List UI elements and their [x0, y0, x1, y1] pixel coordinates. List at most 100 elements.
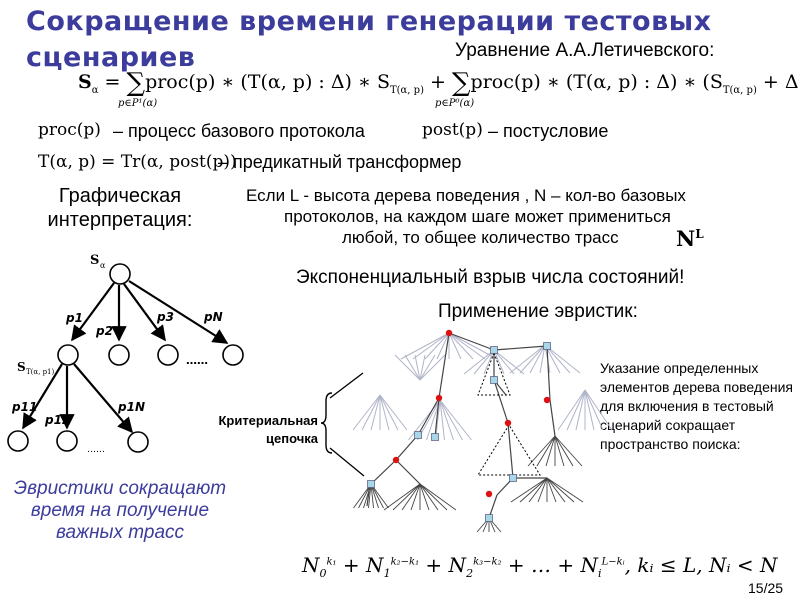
tree-leaf-branch — [519, 477, 548, 503]
svg-text:S: S — [17, 360, 26, 374]
transformer-code: T(α, p) = Tr(α, post(p)) — [38, 152, 237, 172]
critical-chain-label: Критериальная цепочка — [218, 413, 318, 446]
tree-leaf-branch — [368, 483, 372, 509]
tree-leaf-branch — [439, 399, 454, 441]
tree-leaf-branch — [370, 483, 379, 509]
edge-p3 — [123, 283, 166, 342]
tree-leaf-branch — [483, 349, 495, 375]
tree-leaf-branch — [352, 394, 381, 431]
tree-square-node — [490, 346, 498, 354]
tree-leaf-branch — [575, 389, 586, 431]
proc-code: proc(p) — [38, 120, 101, 140]
focus-region — [477, 424, 541, 476]
tree-leaf-branch — [519, 344, 546, 374]
svg-text:S: S — [90, 253, 99, 268]
highlighted-node — [543, 396, 551, 404]
tree-dots-2: …… — [87, 445, 105, 455]
formula-term2: proc(p) ∗ (T(α, p) : Δ) ∗ (S — [470, 71, 723, 93]
highlighted-node — [485, 490, 493, 498]
tree-leaf-branch — [408, 399, 441, 441]
tree-leaf-branch — [546, 477, 575, 503]
label-p3: p3 — [156, 310, 174, 324]
tree-leaf-branch — [358, 483, 372, 509]
formula-term2-end: + Δ) — [762, 71, 800, 93]
formula-term1: proc(p) ∗ (T(α, p) : Δ) ∗ S — [145, 71, 390, 93]
label-p11: p11 — [11, 400, 37, 414]
transformer-desc: – предикатный трансформер — [218, 152, 462, 172]
tree-leaf-branch — [435, 399, 441, 441]
tree-leaf-branch — [463, 349, 495, 375]
main-equation: Sα = ∑proc(p) ∗ (T(α, p) : Δ) ∗ ST(α, p)… — [78, 68, 800, 98]
tree-main-branch — [496, 477, 514, 496]
formula-term1-sub: T(α, p) — [389, 84, 424, 96]
tree-leaf-branch — [439, 399, 445, 441]
tree-leaf-branch — [424, 332, 450, 360]
formula-lhs-sub: α — [91, 84, 99, 96]
tree-leaf-branch — [419, 354, 436, 381]
tree-leaf-branch — [370, 483, 374, 509]
post-desc: – постусловие — [488, 121, 609, 141]
heuristics-title: Применение эвристик: — [438, 301, 638, 322]
tree-leaf-branch — [493, 349, 525, 375]
tree-node-p11 — [7, 430, 29, 452]
tree-node-p2 — [108, 344, 130, 366]
tree-leaf-branch — [370, 483, 389, 509]
bf-t3-sup: k₃−k₂ — [473, 556, 502, 568]
tree-square-node — [490, 376, 498, 384]
tree-leaf-branch — [419, 354, 426, 381]
tree-leaf-branch — [394, 354, 421, 381]
nl-base: N — [676, 226, 696, 251]
tree-leaf-branch — [379, 394, 390, 431]
sum-sign-1: ∑ — [126, 68, 146, 98]
tree-root-label: S α — [90, 253, 106, 270]
bf-t2-sub: 1 — [383, 567, 391, 580]
tree-leaf-branch — [379, 394, 408, 431]
sum-index-2: p∈P⁰(α) — [435, 98, 475, 109]
tree-main-branch — [448, 332, 495, 351]
tree-leaf-branch — [392, 483, 421, 511]
tree-node-p12 — [56, 430, 78, 452]
indication-text: Указание определенных элементов дерева п… — [600, 360, 793, 452]
tree-leaf-branch — [353, 483, 372, 509]
tree-square-node — [543, 342, 551, 350]
bf-t1-sup: k₁ — [326, 556, 337, 568]
tree-leaf-branch — [544, 344, 551, 374]
tree-leaf-branch — [527, 435, 556, 467]
tree-main-branch — [395, 434, 419, 461]
equation-label: Уравнение А.А.Летичевского: — [455, 40, 715, 61]
svg-text:α: α — [100, 261, 106, 270]
tree-node2-label: S T(α, p1) — [17, 360, 55, 376]
formula-plus: + — [423, 71, 452, 93]
tree-leaf-branch — [546, 477, 584, 503]
highlighted-node — [435, 394, 443, 402]
bf-t3: + N — [419, 553, 467, 577]
tree-leaf-branch — [544, 344, 561, 374]
traces-count-formula: NL — [676, 226, 704, 251]
post-code: post(p) — [422, 120, 483, 140]
tree-main-branch — [438, 332, 450, 399]
tree-main-branch — [366, 483, 371, 507]
label-p1N: p1N — [117, 400, 145, 414]
formula-eq: = — [98, 71, 127, 93]
tree-leaf-branch — [537, 477, 548, 503]
tree-leaf-branch — [476, 517, 490, 533]
tree-leaf-branch — [546, 477, 566, 503]
tree-leaf-branch — [493, 349, 505, 375]
tree-leaf-branch — [584, 389, 595, 431]
tree-leaf-branch — [488, 517, 502, 533]
highlighted-node — [445, 329, 453, 337]
edge-pN — [128, 280, 229, 344]
bf-t4-sup: L−kᵢ — [601, 556, 625, 568]
paragraph-line-1: Если L - высота дерева поведения , N – к… — [246, 186, 686, 205]
tree-leaf-branch — [439, 399, 463, 441]
tree-leaf-branch — [419, 483, 430, 511]
tree-main-branch — [493, 379, 509, 424]
tree-leaf-branch — [448, 332, 474, 360]
tree-leaf-branch — [554, 435, 574, 467]
tree-leaf-branch — [544, 344, 581, 374]
label-p12: p12 — [44, 413, 70, 427]
bf-t2-sup: k₂−k₁ — [390, 556, 420, 568]
tree-square-node — [509, 474, 517, 482]
tree-main-branch — [493, 345, 548, 351]
tree-leaf-branch — [510, 477, 548, 503]
